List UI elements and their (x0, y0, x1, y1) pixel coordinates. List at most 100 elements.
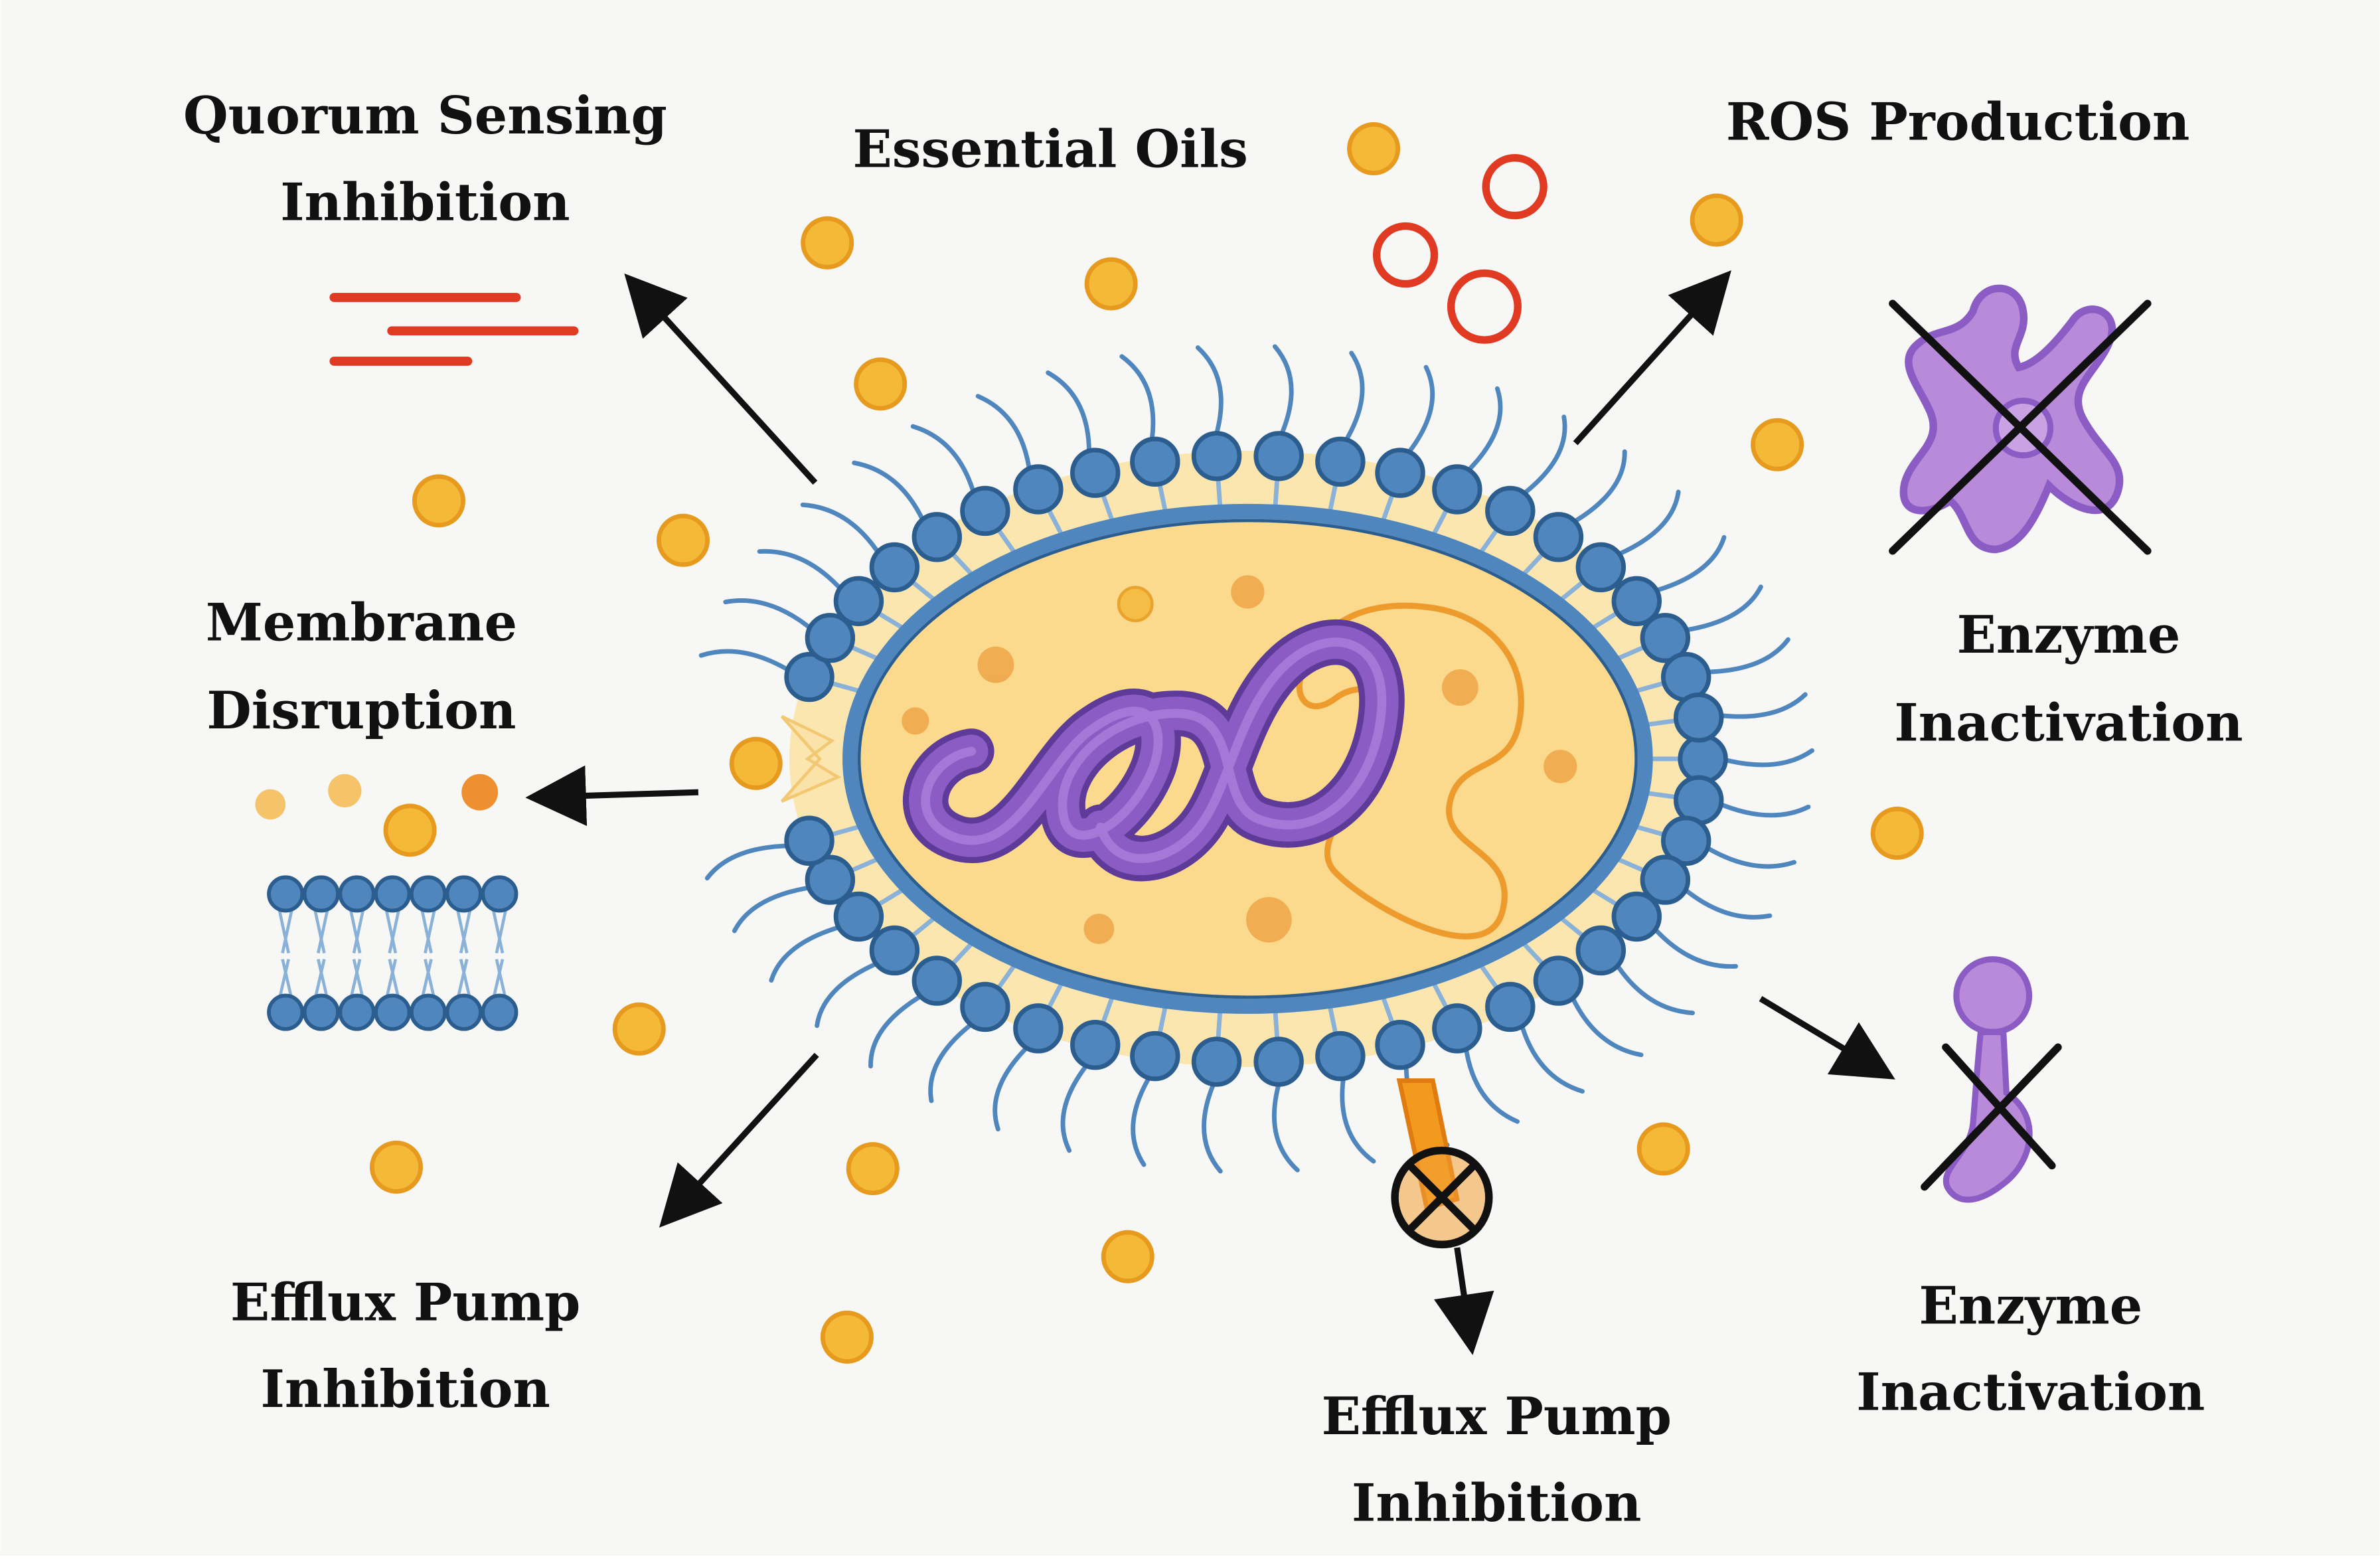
membrane-head (1485, 981, 1536, 1032)
membrane-head (1640, 613, 1691, 663)
lipid-head (481, 875, 518, 913)
membrane-head (833, 891, 884, 942)
membrane-head (1575, 542, 1626, 593)
surface-appendage (1463, 386, 1503, 476)
label-efflux-bottom-line2: Inhibition (1352, 1473, 1641, 1533)
surface-appendage (975, 394, 1032, 476)
label-enzyme-bottom-line1: Enzyme (1919, 1275, 2143, 1336)
lipid-tail (278, 959, 290, 999)
surface-appendage (800, 502, 883, 558)
oil-droplet (1690, 193, 1743, 247)
outer-membrane-heads (784, 431, 1728, 1087)
lipid-tail (352, 910, 364, 953)
essential-oil-droplets (369, 122, 1924, 1364)
label-quorum-sensing-line2: Inhibition (280, 172, 570, 232)
surface-appendage (1131, 1071, 1154, 1167)
lipid-tail (349, 910, 362, 953)
membrane-head (1315, 1030, 1366, 1082)
surface-appendage (1701, 843, 1797, 869)
surface-appendage (1272, 344, 1294, 440)
membrane-head (1640, 855, 1691, 905)
lipid-head (481, 993, 518, 1031)
lipid-head (302, 875, 340, 913)
lipid-tail (456, 959, 469, 999)
surface-appendage (1650, 924, 1739, 969)
lipid-head (409, 993, 447, 1031)
oil-droplet (854, 357, 908, 411)
oil-droplet (369, 1140, 424, 1194)
label-quorum-sensing-line1: Quorum Sensing (183, 86, 667, 146)
label-ros-production: ROS Production (1726, 92, 2190, 152)
surface-appendage (928, 1019, 977, 1104)
membrane-head (1130, 436, 1180, 487)
surface-appendage (698, 649, 795, 675)
surface-appendage (1680, 584, 1763, 633)
membrane-head (833, 576, 884, 627)
membrane-head (1375, 1019, 1425, 1070)
membrane-head (1575, 925, 1626, 976)
lipid-tail (495, 959, 507, 999)
labels: Quorum Sensing Inhibition Essential Oils… (183, 86, 2243, 1533)
membrane-rupture (780, 714, 842, 803)
arrow-to-membrane-disruption (525, 765, 699, 827)
surface-appendage (732, 884, 816, 934)
lipid-tail (492, 910, 505, 953)
ros-circles-icon (1372, 154, 1547, 344)
lipid-tail (424, 910, 436, 953)
membrane-head (1375, 448, 1425, 498)
oil-droplet (820, 1310, 874, 1364)
lipid-tail (420, 910, 433, 953)
lipid-head (267, 875, 305, 913)
membrane-head (1485, 485, 1536, 536)
membrane-head (1533, 955, 1584, 1006)
lipid-tail (388, 910, 400, 953)
surface-appendage (1701, 637, 1790, 675)
blocked-pump-icon (1391, 1078, 1493, 1249)
oil-droplet (1347, 122, 1401, 176)
lipid-tail (384, 959, 398, 999)
membrane-head (1533, 512, 1584, 562)
lipid-head (302, 993, 340, 1031)
bacterium-cell (698, 344, 1814, 1174)
membrane-head (805, 613, 856, 663)
lipid-tail (313, 959, 326, 999)
lipid-tail (384, 910, 398, 953)
membrane-head (1013, 464, 1064, 515)
label-efflux-bottom-line1: Efflux Pump (1322, 1386, 1672, 1447)
signal-lines-icon (329, 293, 579, 366)
surface-appendage (1518, 1019, 1585, 1094)
label-efflux-left-line1: Efflux Pump (230, 1273, 580, 1333)
oil-droplet (412, 474, 466, 528)
surface-appendage (1719, 748, 1814, 768)
lipid-tail (281, 910, 293, 953)
membrane-head (805, 855, 856, 905)
surface-appendage (1119, 354, 1156, 446)
surface-appendage (1272, 1077, 1300, 1173)
lipid-tail (281, 959, 293, 999)
membrane-head (1660, 815, 1711, 866)
surface-appendage (1403, 365, 1435, 458)
surface-appendage (1714, 800, 1811, 818)
membrane-head (1070, 1019, 1121, 1070)
surface-appendage (723, 598, 816, 633)
surface-appendage (1613, 959, 1696, 1016)
arrow-to-quorum-sensing (624, 273, 818, 485)
membrane-head (960, 485, 1010, 536)
membrane-head (1130, 1030, 1180, 1082)
surface-appendage (992, 1042, 1032, 1132)
membrane-head (1432, 1003, 1482, 1054)
surface-appendage (769, 924, 846, 983)
membrane-head (1315, 436, 1366, 487)
oil-droplet (657, 513, 710, 567)
lipid-tail (459, 910, 472, 953)
arrow-to-efflux-pump-bottom (1433, 1247, 1494, 1355)
chromosomal-dna (903, 619, 1405, 882)
lipid-tail (278, 910, 290, 953)
lipid-head (374, 875, 412, 913)
label-membrane-disruption-line2: Disruption (206, 681, 516, 741)
surface-appendage (1714, 692, 1808, 719)
lipid-tail (459, 959, 472, 999)
crossed-enzyme-icon (1889, 284, 2152, 555)
membrane-head (869, 925, 920, 976)
lipid-bilayer-icon (267, 875, 518, 1031)
